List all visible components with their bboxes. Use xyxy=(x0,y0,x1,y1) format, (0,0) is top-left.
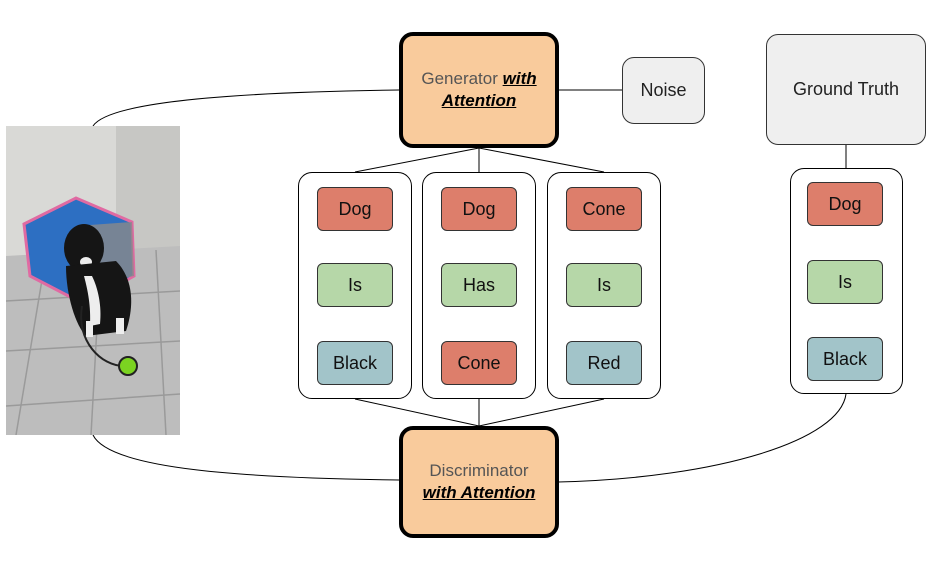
triplet-2-object: Cone xyxy=(441,341,517,385)
triplet-3-object: Red xyxy=(566,341,642,385)
generator-emphasis-with: with xyxy=(502,69,537,88)
triplet-group-2: Dog Has Cone xyxy=(422,172,536,399)
triplet-1-subject: Dog xyxy=(317,187,393,231)
noise-box: Noise xyxy=(622,57,705,124)
group1-to-discriminator-line xyxy=(354,398,480,427)
gt-relation: Is xyxy=(807,260,883,304)
triplet-2-relation: Has xyxy=(441,263,517,307)
generator-to-group1-line xyxy=(354,147,480,173)
generator-box: Generator with Attention xyxy=(399,32,559,148)
generator-label: Generator xyxy=(421,69,503,88)
triplet-3-relation: Is xyxy=(566,263,642,307)
triplet-1-relation: Is xyxy=(317,263,393,307)
ground-truth-label: Ground Truth xyxy=(792,79,900,99)
group3-to-discriminator-line xyxy=(478,398,605,427)
generator-to-group3-line xyxy=(478,147,605,173)
photo-to-discriminator-line xyxy=(92,434,400,481)
discriminator-box: Discriminator with Attention xyxy=(399,426,559,538)
gt-subject: Dog xyxy=(807,182,883,226)
ground-truth-box: Ground Truth xyxy=(766,34,926,145)
discriminator-label: Discriminator xyxy=(429,461,529,480)
triplet-3-subject: Cone xyxy=(566,187,642,231)
discriminator-emphasis: with Attention xyxy=(422,483,536,502)
gt-object: Black xyxy=(807,337,883,381)
triplet-group-3: Cone Is Red xyxy=(547,172,661,399)
ground-truth-triplet-group: Dog Is Black xyxy=(790,168,903,394)
photo-to-generator-line xyxy=(92,89,400,127)
generator-emphasis-attention: Attention xyxy=(441,91,517,110)
triplet-1-object: Black xyxy=(317,341,393,385)
triplet-2-subject: Dog xyxy=(441,187,517,231)
dog-photo xyxy=(6,126,180,435)
noise-label: Noise xyxy=(640,80,687,100)
triplet-group-1: Dog Is Black xyxy=(298,172,412,399)
groundtruth-group-to-discriminator-line xyxy=(557,393,847,483)
